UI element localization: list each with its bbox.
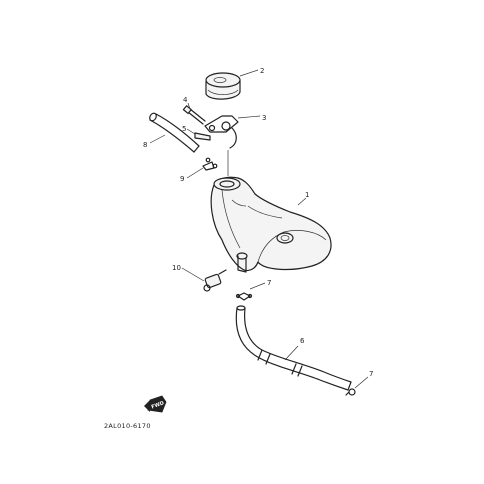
callout-2: 2 — [260, 67, 264, 75]
hose-clip-lower — [345, 388, 356, 396]
callout-7-lower: 7 — [369, 370, 373, 378]
callout-8: 8 — [143, 141, 147, 149]
clip — [202, 157, 218, 171]
callout-7-upper: 7 — [267, 279, 271, 287]
callout-1: 1 — [305, 191, 309, 199]
callout-9: 9 — [180, 175, 184, 183]
callout-6: 6 — [300, 337, 305, 345]
callout-5: 5 — [182, 125, 186, 133]
hose-clip-upper — [235, 292, 253, 301]
callout-4: 4 — [183, 96, 188, 104]
fwd-label: FWD — [151, 400, 165, 410]
callout-3: 3 — [262, 114, 266, 122]
bolt — [182, 105, 206, 125]
fwd-arrow-icon: FWD — [144, 395, 167, 413]
fuel-cock — [203, 269, 227, 292]
callout-10: 10 — [172, 264, 181, 272]
leader-lines — [149, 69, 369, 389]
fuel-cap — [205, 72, 241, 100]
breather-hose — [149, 112, 200, 153]
fuel-hose — [235, 305, 352, 391]
pin — [194, 132, 211, 141]
diagram-code: 2AL010-6170 — [104, 422, 151, 430]
bracket — [204, 115, 239, 176]
fuel-tank — [210, 176, 332, 273]
